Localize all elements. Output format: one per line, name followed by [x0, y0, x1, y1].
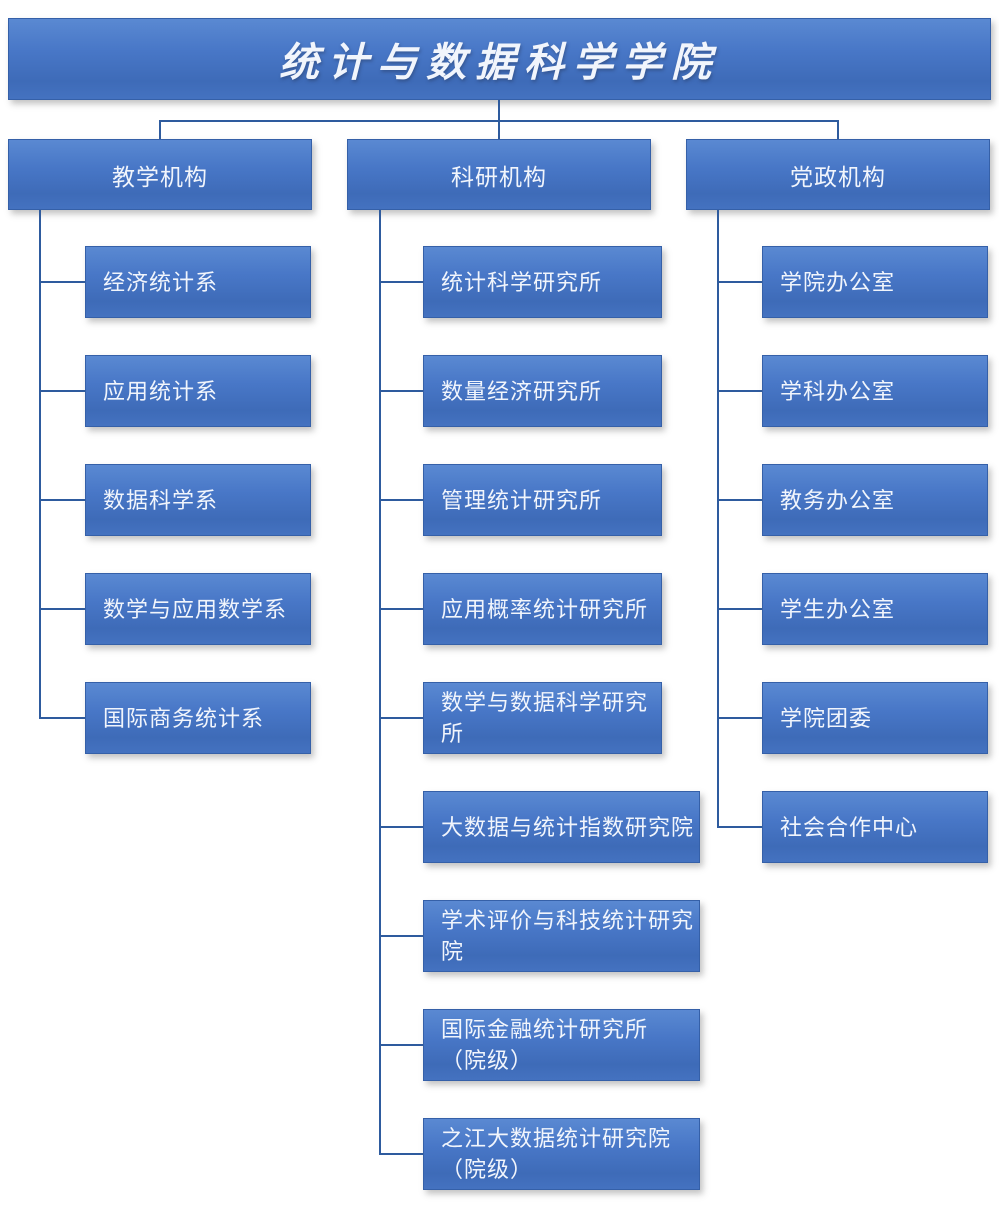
connector-line: [717, 608, 762, 610]
root-node: 统计与数据科学学院: [8, 18, 991, 100]
connector-line: [39, 210, 41, 718]
connector-line: [717, 826, 762, 828]
org-node-label: 之江大数据统计研究院 （院级）: [441, 1126, 672, 1182]
org-node-label: 学院团委: [780, 705, 873, 731]
connector-line: [837, 120, 839, 139]
org-node-label: 数量经济研究所: [441, 378, 603, 404]
connector-line: [379, 608, 423, 610]
connector-line: [717, 499, 762, 501]
connector-line: [379, 1044, 423, 1046]
branch-header-label: 科研机构: [451, 164, 547, 190]
org-node: 管理统计研究所: [423, 464, 662, 536]
branch-header-label: 教学机构: [112, 164, 208, 190]
org-node: 数据科学系: [85, 464, 311, 536]
org-node-label: 国际商务统计系: [103, 705, 265, 731]
connector-line: [39, 281, 85, 283]
org-node: 学科办公室: [762, 355, 988, 427]
org-node: 大数据与统计指数研究院: [423, 791, 700, 863]
branch-header-research: 科研机构: [347, 139, 651, 210]
org-node-label: 经济统计系: [103, 269, 219, 295]
org-node: 统计科学研究所: [423, 246, 662, 318]
org-node-label: 大数据与统计指数研究院: [441, 814, 695, 840]
org-node: 应用概率统计研究所: [423, 573, 662, 645]
org-node: 社会合作中心: [762, 791, 988, 863]
root-title: 统计与数据科学学院: [279, 40, 720, 85]
branch-header-teaching: 教学机构: [8, 139, 312, 210]
connector-line: [717, 281, 762, 283]
connector-line: [379, 1153, 423, 1155]
org-node-label: 管理统计研究所: [441, 487, 603, 513]
org-node: 学生办公室: [762, 573, 988, 645]
org-node-label: 统计科学研究所: [441, 269, 603, 295]
org-node-label: 数学与数据科学研究所: [441, 690, 649, 746]
branch-header-party: 党政机构: [686, 139, 990, 210]
connector-line: [379, 935, 423, 937]
org-node-label: 学科办公室: [780, 378, 896, 404]
connector-line: [379, 390, 423, 392]
connector-line: [717, 390, 762, 392]
connector-line: [379, 499, 423, 501]
org-node: 学术评价与科技统计研究院: [423, 900, 700, 972]
connector-line: [717, 717, 762, 719]
org-node: 国际金融统计研究所 （院级）: [423, 1009, 700, 1081]
connector-line: [159, 120, 161, 139]
org-node-label: 学术评价与科技统计研究院: [441, 908, 695, 964]
org-node: 数量经济研究所: [423, 355, 662, 427]
org-node-label: 国际金融统计研究所 （院级）: [441, 1017, 649, 1073]
org-node-label: 应用概率统计研究所: [441, 596, 649, 622]
org-node-label: 社会合作中心: [780, 814, 919, 840]
org-node-label: 应用统计系: [103, 378, 219, 404]
org-node: 经济统计系: [85, 246, 311, 318]
connector-line: [379, 826, 423, 828]
org-node: 数学与数据科学研究所: [423, 682, 662, 754]
branch-header-label: 党政机构: [790, 164, 886, 190]
org-node-label: 学院办公室: [780, 269, 896, 295]
org-node-label: 学生办公室: [780, 596, 896, 622]
org-node: 应用统计系: [85, 355, 311, 427]
connector-line: [39, 608, 85, 610]
org-node: 国际商务统计系: [85, 682, 311, 754]
connector-line: [379, 281, 423, 283]
org-node: 数学与应用数学系: [85, 573, 311, 645]
connector-line: [379, 210, 381, 1154]
org-node-label: 数据科学系: [103, 487, 219, 513]
org-node: 教务办公室: [762, 464, 988, 536]
connector-line: [379, 717, 423, 719]
connector-line: [717, 210, 719, 827]
org-node: 学院团委: [762, 682, 988, 754]
connector-line: [39, 717, 85, 719]
org-node: 学院办公室: [762, 246, 988, 318]
org-node: 之江大数据统计研究院 （院级）: [423, 1118, 700, 1190]
org-node-label: 数学与应用数学系: [103, 596, 288, 622]
connector-line: [39, 499, 85, 501]
connector-line: [39, 390, 85, 392]
connector-line: [159, 120, 839, 122]
org-node-label: 教务办公室: [780, 487, 896, 513]
